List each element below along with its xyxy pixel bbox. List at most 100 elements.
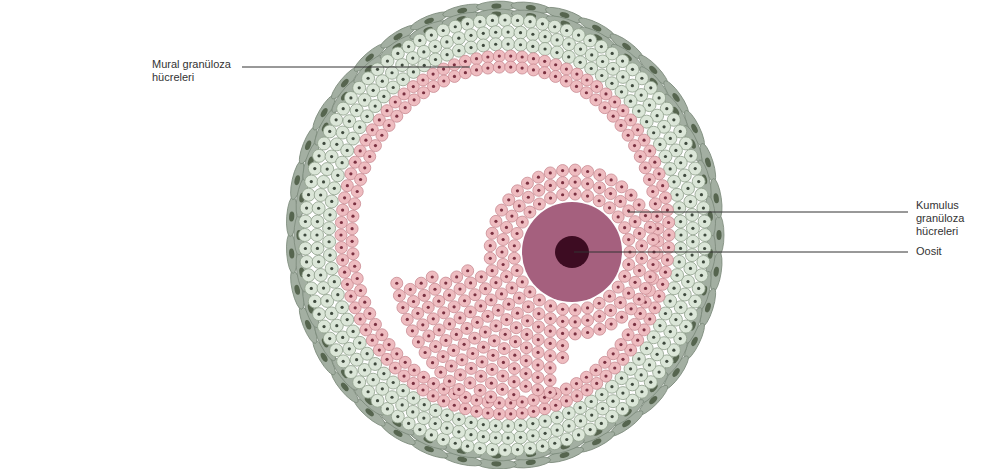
granulosa-cell-nucleus	[328, 213, 331, 216]
granulosa-cell-body	[323, 235, 336, 248]
granulosa-cell-body	[489, 26, 502, 39]
cumulus-cell-nucleus	[561, 169, 564, 172]
granulosa-cell-nucleus	[491, 19, 494, 22]
granulosa-cell-body	[686, 222, 699, 235]
granulosa-cell-body	[511, 443, 524, 456]
cumulus-cell-nucleus	[466, 269, 469, 272]
cumulus-cell	[594, 182, 606, 194]
mural-cell-nucleus	[653, 161, 656, 164]
granulosa-cell-body	[452, 425, 465, 438]
mural-cell-nucleus	[565, 79, 568, 82]
mural-cell-body	[335, 217, 347, 229]
granulosa-cell-body	[551, 46, 564, 59]
cumulus-cell-nucleus	[549, 366, 552, 369]
granulosa-cell-body	[461, 17, 474, 30]
mural-cell	[649, 198, 661, 210]
granulosa-cell-nucleus	[658, 143, 661, 146]
mural-cell	[622, 129, 634, 141]
mural-cell-body	[560, 395, 572, 407]
mural-cell-nucleus	[509, 55, 512, 58]
cumulus-cell-nucleus	[574, 180, 577, 183]
mural-cell-nucleus	[395, 115, 398, 118]
granulosa-cell-nucleus	[351, 330, 354, 333]
mural-cell-nucleus	[453, 63, 456, 66]
granulosa-cell-nucleus	[328, 254, 331, 257]
granulosa-cell-nucleus	[310, 287, 313, 290]
granulosa-cell-body	[305, 175, 318, 188]
cumulus-cell-nucleus	[561, 308, 564, 311]
cumulus-cell-nucleus	[623, 275, 626, 278]
granulosa-cell-nucleus	[392, 86, 395, 89]
cumulus-cell-body	[496, 204, 508, 216]
mural-cell-nucleus	[636, 339, 639, 342]
granulosa-cell-nucleus	[565, 29, 568, 32]
cumulus-cell	[462, 265, 474, 277]
granulosa-cell-nucleus	[703, 220, 706, 223]
mural-cell	[364, 150, 376, 162]
mural-cell	[560, 395, 572, 407]
mural-cell-nucleus	[532, 398, 535, 401]
cumulus-cell-body	[636, 240, 648, 252]
granulosa-cell-nucleus	[697, 287, 700, 290]
mural-cell-nucleus	[629, 118, 632, 121]
granulosa-cell-nucleus	[669, 299, 672, 302]
granulosa-cell-nucleus	[697, 180, 700, 183]
mural-cell-nucleus	[498, 412, 501, 415]
cumulus-cell-nucleus	[586, 331, 589, 334]
mural-cell	[376, 329, 388, 341]
granulosa-cell-body	[502, 419, 515, 432]
cumulus-cell-body	[522, 301, 534, 313]
granulosa-cell-nucleus	[316, 220, 319, 223]
granulosa-cell-body	[312, 255, 325, 268]
cumulus-cell-body	[509, 349, 521, 361]
mural-cell-body	[516, 62, 528, 74]
cumulus-cell-body	[522, 191, 534, 203]
cumulus-cell-body	[604, 202, 616, 214]
granulosa-cell-body	[330, 344, 343, 357]
mural-cell-body	[505, 61, 517, 73]
cumulus-cell-body	[475, 271, 487, 283]
cumulus-cell-nucleus	[536, 351, 539, 354]
granulosa-cell-body	[526, 40, 539, 53]
mural-cell-nucleus	[394, 100, 397, 103]
granulosa-cell	[539, 30, 552, 43]
granulosa-cell-nucleus	[336, 174, 339, 177]
granulosa-cell-nucleus	[445, 426, 448, 429]
granulosa-cell-nucleus	[376, 399, 379, 402]
granulosa-cell-nucleus	[621, 75, 624, 78]
cumulus-cell-nucleus	[608, 295, 611, 298]
granulosa-cell	[526, 429, 539, 442]
mural-cell	[550, 59, 562, 71]
granulosa-cell-body	[562, 407, 575, 420]
mural-cell-body	[550, 399, 562, 411]
granulosa-cell-body	[560, 24, 573, 37]
cumulus-cell-body	[544, 337, 556, 349]
mural-cell-nucleus	[604, 92, 607, 95]
granulosa-cell	[671, 188, 684, 201]
granulosa-cell-body	[353, 121, 366, 134]
granulosa-cell-body	[325, 195, 338, 208]
cumulus-cell-nucleus	[561, 356, 564, 359]
cumulus-cell-body	[513, 200, 525, 212]
cumulus-cell-nucleus	[491, 232, 494, 235]
granulosa-cell	[452, 32, 465, 45]
mural-cell	[335, 217, 347, 229]
mural-cell-nucleus	[667, 221, 670, 224]
granulosa-cell	[325, 262, 338, 275]
granulosa-cell-nucleus	[631, 68, 634, 71]
cumulus-cell	[511, 227, 523, 239]
granulosa-cell-nucleus	[418, 428, 421, 431]
cumulus-cell-body	[544, 350, 556, 362]
cumulus-cell	[533, 308, 545, 320]
granulosa-cell-nucleus	[590, 67, 593, 70]
cumulus-cell	[633, 199, 645, 211]
granulosa-cell-body	[539, 427, 552, 440]
mural-cell-nucleus	[509, 66, 512, 69]
cumulus-cell-body	[500, 271, 512, 283]
granulosa-cell	[686, 235, 699, 248]
cumulus-cell	[605, 318, 617, 330]
granulosa-cell	[560, 433, 573, 446]
cumulus-cell-body	[465, 277, 477, 289]
cumulus-cell-nucleus	[502, 263, 505, 266]
granulosa-cell	[413, 34, 426, 47]
